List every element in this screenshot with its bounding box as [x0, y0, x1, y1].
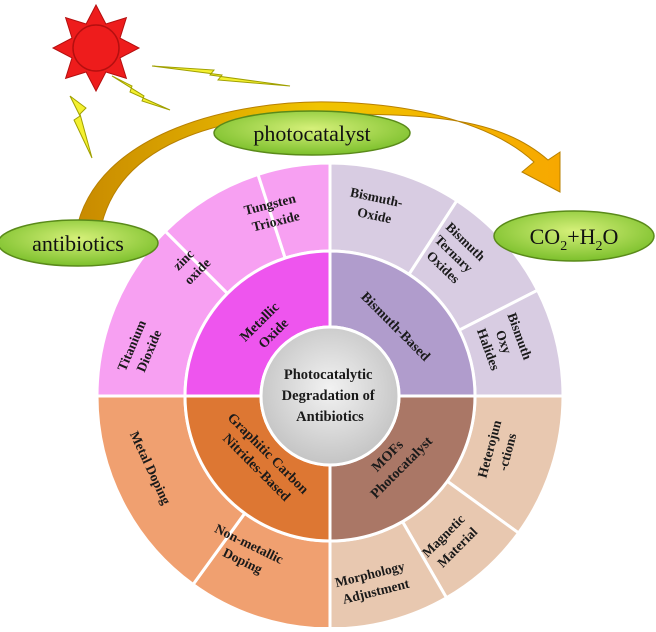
photocatalyst-label: photocatalyst — [253, 121, 370, 146]
lightning-bolt-icon — [111, 75, 171, 111]
center-title: Photocatalytic Degradation of Antibiotic… — [282, 367, 379, 425]
photocatalyst-pill: photocatalyst — [213, 110, 411, 156]
antibiotics-label: antibiotics — [32, 231, 124, 256]
sun-icon — [51, 3, 141, 93]
co2-water-label: CO2+H2O — [530, 224, 619, 254]
co2-water-pill: CO2+H2O — [493, 210, 655, 262]
antibiotics-pill: antibiotics — [0, 219, 159, 267]
lightning-bolt-icon — [69, 95, 93, 159]
center-disc — [259, 325, 401, 467]
category-wheel: Photocatalytic Degradation of Antibiotic… — [95, 161, 565, 631]
inner-ring — [183, 249, 477, 543]
lightning-bolt-icon — [151, 65, 291, 87]
